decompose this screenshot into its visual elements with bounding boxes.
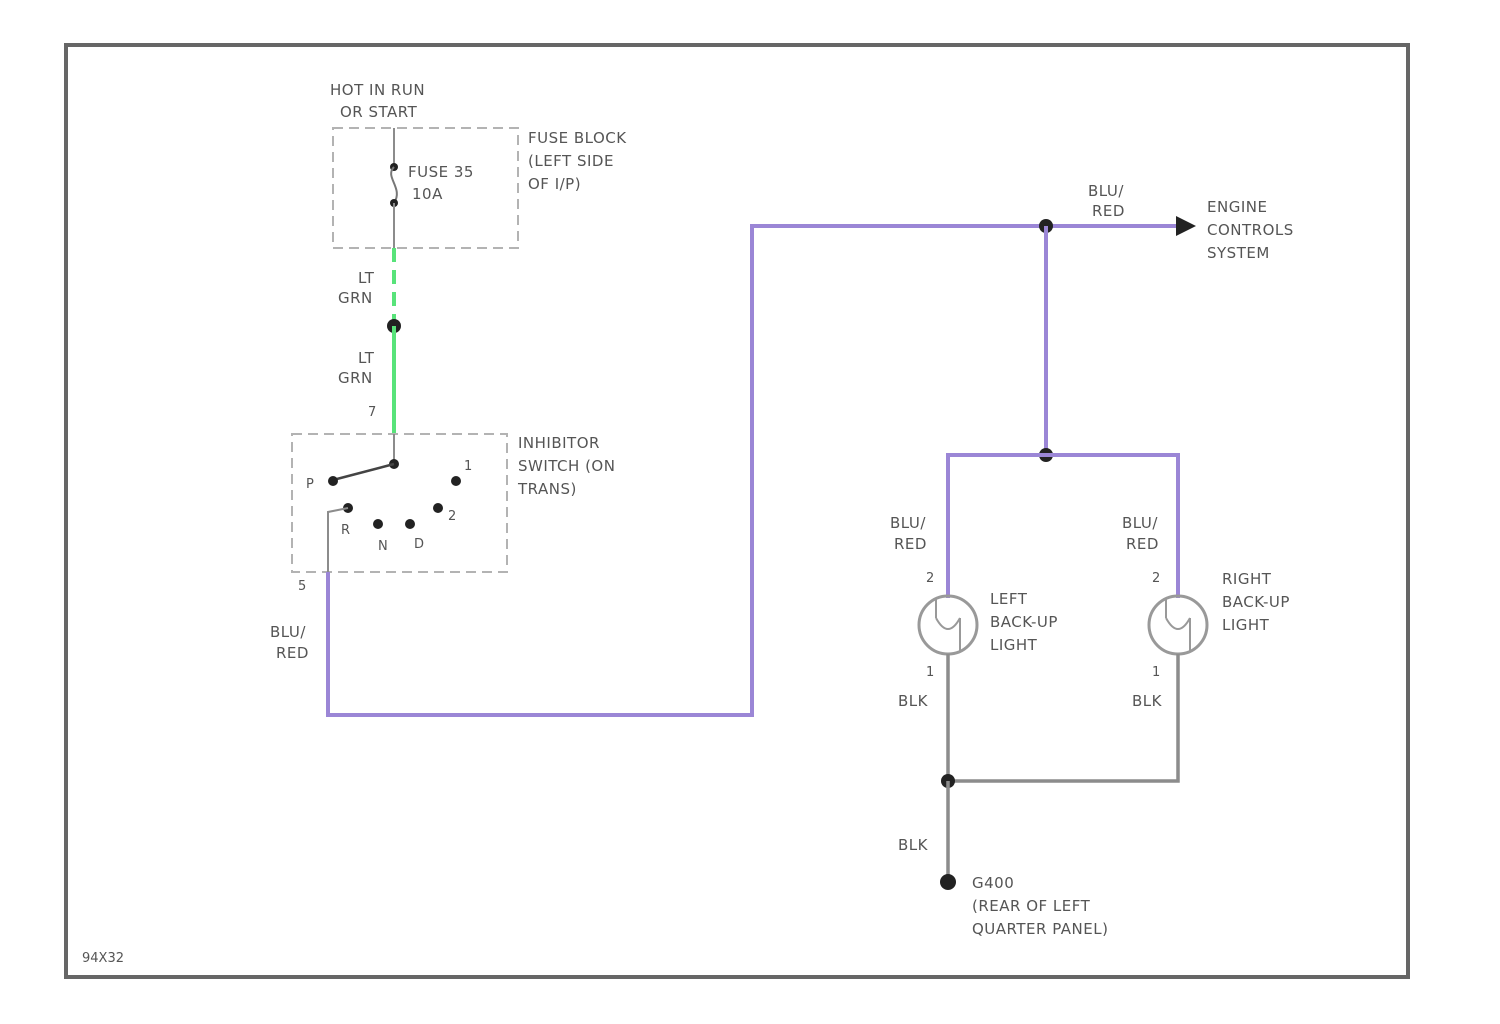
wire-label-blk-right: BLK <box>1132 692 1163 710</box>
figure-id: 94X32 <box>82 951 124 966</box>
inhibitor-position-labels: P 1 R N D 2 <box>306 459 472 554</box>
wire-label-blu-red-switch: BLU/ RED <box>270 623 309 662</box>
wire-label-lt-grn-upper: LT GRN <box>338 269 375 307</box>
left-light-pin-2: 2 <box>926 571 934 586</box>
diagram-frame <box>66 45 1408 977</box>
engine-controls-label: ENGINE CONTROLS SYSTEM <box>1207 198 1294 262</box>
svg-text:P: P <box>306 477 314 492</box>
svg-text:RED: RED <box>894 535 927 553</box>
svg-text:BLU/: BLU/ <box>1088 182 1124 200</box>
svg-text:RIGHT: RIGHT <box>1222 570 1272 588</box>
svg-text:BLU/: BLU/ <box>890 514 926 532</box>
arrow-to-engine-controls <box>1176 216 1196 236</box>
right-light-pin-2: 2 <box>1152 571 1160 586</box>
inhibitor-switch-label: INHIBITOR SWITCH (ON TRANS) <box>517 434 615 498</box>
svg-text:BLU/: BLU/ <box>270 623 306 641</box>
svg-text:OR START: OR START <box>340 103 418 121</box>
wire-blu-red-main <box>328 226 1185 715</box>
svg-text:LT: LT <box>358 269 375 287</box>
wire-label-blu-red-left: BLU/ RED <box>890 514 927 553</box>
wire-label-blk-left: BLK <box>898 692 929 710</box>
inhibitor-pin-7: 7 <box>368 405 376 420</box>
wire-label-blk-ground: BLK <box>898 836 929 854</box>
svg-text:LT: LT <box>358 349 375 367</box>
inhibitor-pin-5: 5 <box>298 579 306 594</box>
right-backup-light-label: RIGHT BACK-UP LIGHT <box>1222 570 1290 634</box>
svg-text:R: R <box>341 523 350 538</box>
svg-text:10A: 10A <box>412 185 443 203</box>
svg-text:SYSTEM: SYSTEM <box>1207 244 1270 262</box>
fuse-block-label: FUSE BLOCK (LEFT SIDE OF I/P) <box>528 129 627 193</box>
svg-text:CONTROLS: CONTROLS <box>1207 221 1294 239</box>
svg-text:G400: G400 <box>972 874 1014 892</box>
svg-text:QUARTER PANEL): QUARTER PANEL) <box>972 920 1108 938</box>
left-backup-light-label: LEFT BACK-UP LIGHT <box>990 590 1058 654</box>
svg-text:LIGHT: LIGHT <box>990 636 1038 654</box>
svg-text:FUSE 35: FUSE 35 <box>408 163 474 181</box>
right-backup-light-bulb <box>1149 596 1207 654</box>
left-light-pin-1: 1 <box>926 665 934 680</box>
svg-text:SWITCH (ON: SWITCH (ON <box>518 457 615 475</box>
svg-text:LEFT: LEFT <box>990 590 1028 608</box>
ground-terminal <box>940 874 956 890</box>
svg-text:BLU/: BLU/ <box>1122 514 1158 532</box>
svg-text:(LEFT SIDE: (LEFT SIDE <box>528 152 614 170</box>
svg-text:OF I/P): OF I/P) <box>528 175 581 193</box>
right-light-pin-1: 1 <box>1152 665 1160 680</box>
svg-text:1: 1 <box>464 459 472 474</box>
wire-label-lt-grn-lower: LT GRN <box>338 349 375 387</box>
svg-text:HOT IN RUN: HOT IN RUN <box>330 81 425 99</box>
svg-text:LIGHT: LIGHT <box>1222 616 1270 634</box>
ground-label: G400 (REAR OF LEFT QUARTER PANEL) <box>972 874 1108 938</box>
svg-text:BACK-UP: BACK-UP <box>1222 593 1290 611</box>
wire-blk-lights <box>948 654 1178 781</box>
svg-text:INHIBITOR: INHIBITOR <box>518 434 600 452</box>
svg-text:N: N <box>378 539 388 554</box>
svg-text:RED: RED <box>1092 202 1125 220</box>
fuse-symbol <box>390 128 398 248</box>
svg-text:TRANS): TRANS) <box>517 480 577 498</box>
wire-label-blu-red-top: BLU/ RED <box>1088 182 1125 220</box>
svg-text:RED: RED <box>276 644 309 662</box>
svg-text:RED: RED <box>1126 535 1159 553</box>
left-backup-light-bulb <box>919 596 977 654</box>
svg-text:2: 2 <box>448 509 456 524</box>
svg-text:(REAR OF LEFT: (REAR OF LEFT <box>972 897 1091 915</box>
svg-text:ENGINE: ENGINE <box>1207 198 1267 216</box>
svg-text:FUSE BLOCK: FUSE BLOCK <box>528 129 627 147</box>
inhibitor-switch-outline <box>292 434 507 572</box>
svg-text:GRN: GRN <box>338 369 373 387</box>
fuse-label: FUSE 35 10A <box>408 163 474 203</box>
svg-text:D: D <box>414 537 424 552</box>
inhibitor-switch-contacts <box>328 434 461 572</box>
wire-label-blu-red-right: BLU/ RED <box>1122 514 1159 553</box>
power-source-label: HOT IN RUN OR START <box>330 81 425 121</box>
svg-text:GRN: GRN <box>338 289 373 307</box>
svg-text:BACK-UP: BACK-UP <box>990 613 1058 631</box>
